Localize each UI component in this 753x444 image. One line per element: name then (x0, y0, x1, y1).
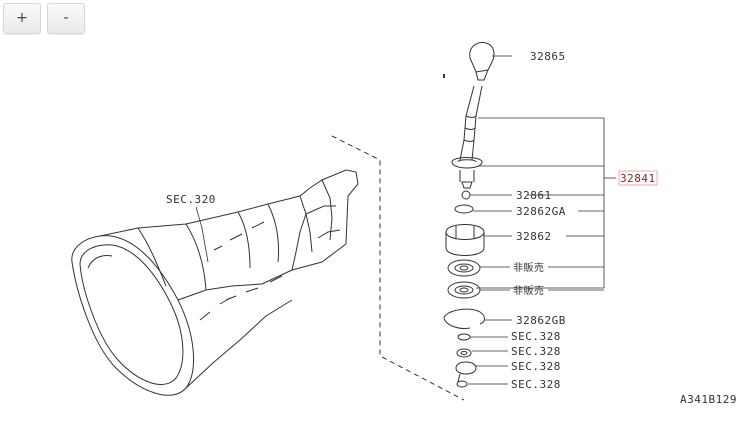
label-sec-328-2[interactable]: SEC.328 (511, 345, 561, 358)
label-discontinued-2: 非販売 (513, 284, 545, 297)
transmission-drawing (71, 169, 359, 396)
reference-dashed-line (331, 135, 465, 401)
label-32865[interactable]: 32865 (530, 50, 566, 63)
highlight-box-32841 (618, 170, 658, 186)
label-sec-328-4[interactable]: SEC.328 (511, 378, 561, 391)
label-32862[interactable]: 32862 (516, 230, 552, 243)
label-sec-328-3[interactable]: SEC.328 (511, 360, 561, 373)
label-32862GA[interactable]: 32862GA (516, 205, 566, 218)
zoom-in-button[interactable]: + (3, 3, 41, 34)
label-sec-328-1[interactable]: SEC.328 (511, 330, 561, 343)
zoom-controls: + - (3, 3, 85, 34)
label-sec-320[interactable]: SEC.320 (166, 193, 216, 206)
figure-code: A341B129 (680, 393, 737, 406)
shift-lever-drawing (443, 42, 495, 388)
label-32841[interactable]: 32841 (620, 172, 656, 185)
label-discontinued-1: 非販売 (513, 261, 545, 274)
leader-lines (468, 55, 616, 385)
zoom-out-button[interactable]: - (47, 3, 85, 34)
label-32861[interactable]: 32861 (516, 189, 552, 202)
label-32862GB[interactable]: 32862GB (516, 314, 566, 327)
